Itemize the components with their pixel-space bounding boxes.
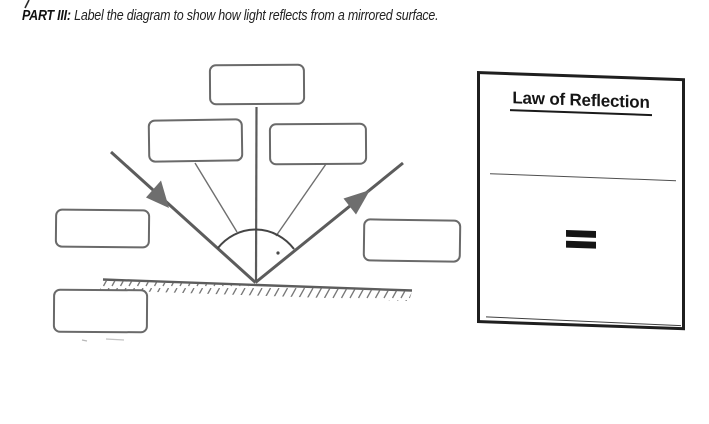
instruction-text: Label the diagram to show how light refl…	[74, 8, 439, 24]
label-box-reflected-ray[interactable]	[362, 218, 462, 263]
panel-title: Law of Reflection	[510, 88, 652, 117]
incident-ray-arrowhead-icon	[146, 180, 169, 208]
scan-artifact-dash	[105, 338, 125, 341]
mirror-surface-line	[102, 278, 413, 292]
worksheet-instructions: PART III: Label the diagram to show how …	[22, 8, 439, 24]
label-box-angle-of-reflection[interactable]	[268, 122, 368, 166]
answer-blank-top[interactable]	[489, 173, 677, 182]
angle-arc	[216, 228, 295, 250]
panel-title-wrap: Law of Reflection	[480, 87, 682, 117]
normal-line	[254, 106, 258, 283]
reflected-ray-arrowhead-icon	[343, 190, 370, 215]
label-box-angle-of-incidence[interactable]	[147, 118, 244, 163]
mirror-hatching	[100, 280, 412, 301]
part-label: PART III:	[22, 8, 71, 24]
pen-mark	[24, 0, 30, 9]
equals-wrap: =	[480, 204, 682, 271]
reflected-ray-line	[254, 161, 404, 284]
label-box-mirror-surface[interactable]	[52, 288, 149, 334]
reflection-angle-pointer-line	[275, 163, 327, 237]
equals-symbol: =	[561, 208, 601, 267]
label-box-normal[interactable]	[208, 63, 306, 106]
label-box-incident-ray[interactable]	[54, 208, 151, 249]
arc-speck	[276, 251, 280, 255]
incident-ray-line	[109, 150, 257, 284]
law-of-reflection-panel: Law of Reflection =	[477, 71, 685, 331]
scan-artifact-dot	[81, 339, 88, 342]
incidence-angle-pointer-line	[194, 162, 238, 233]
